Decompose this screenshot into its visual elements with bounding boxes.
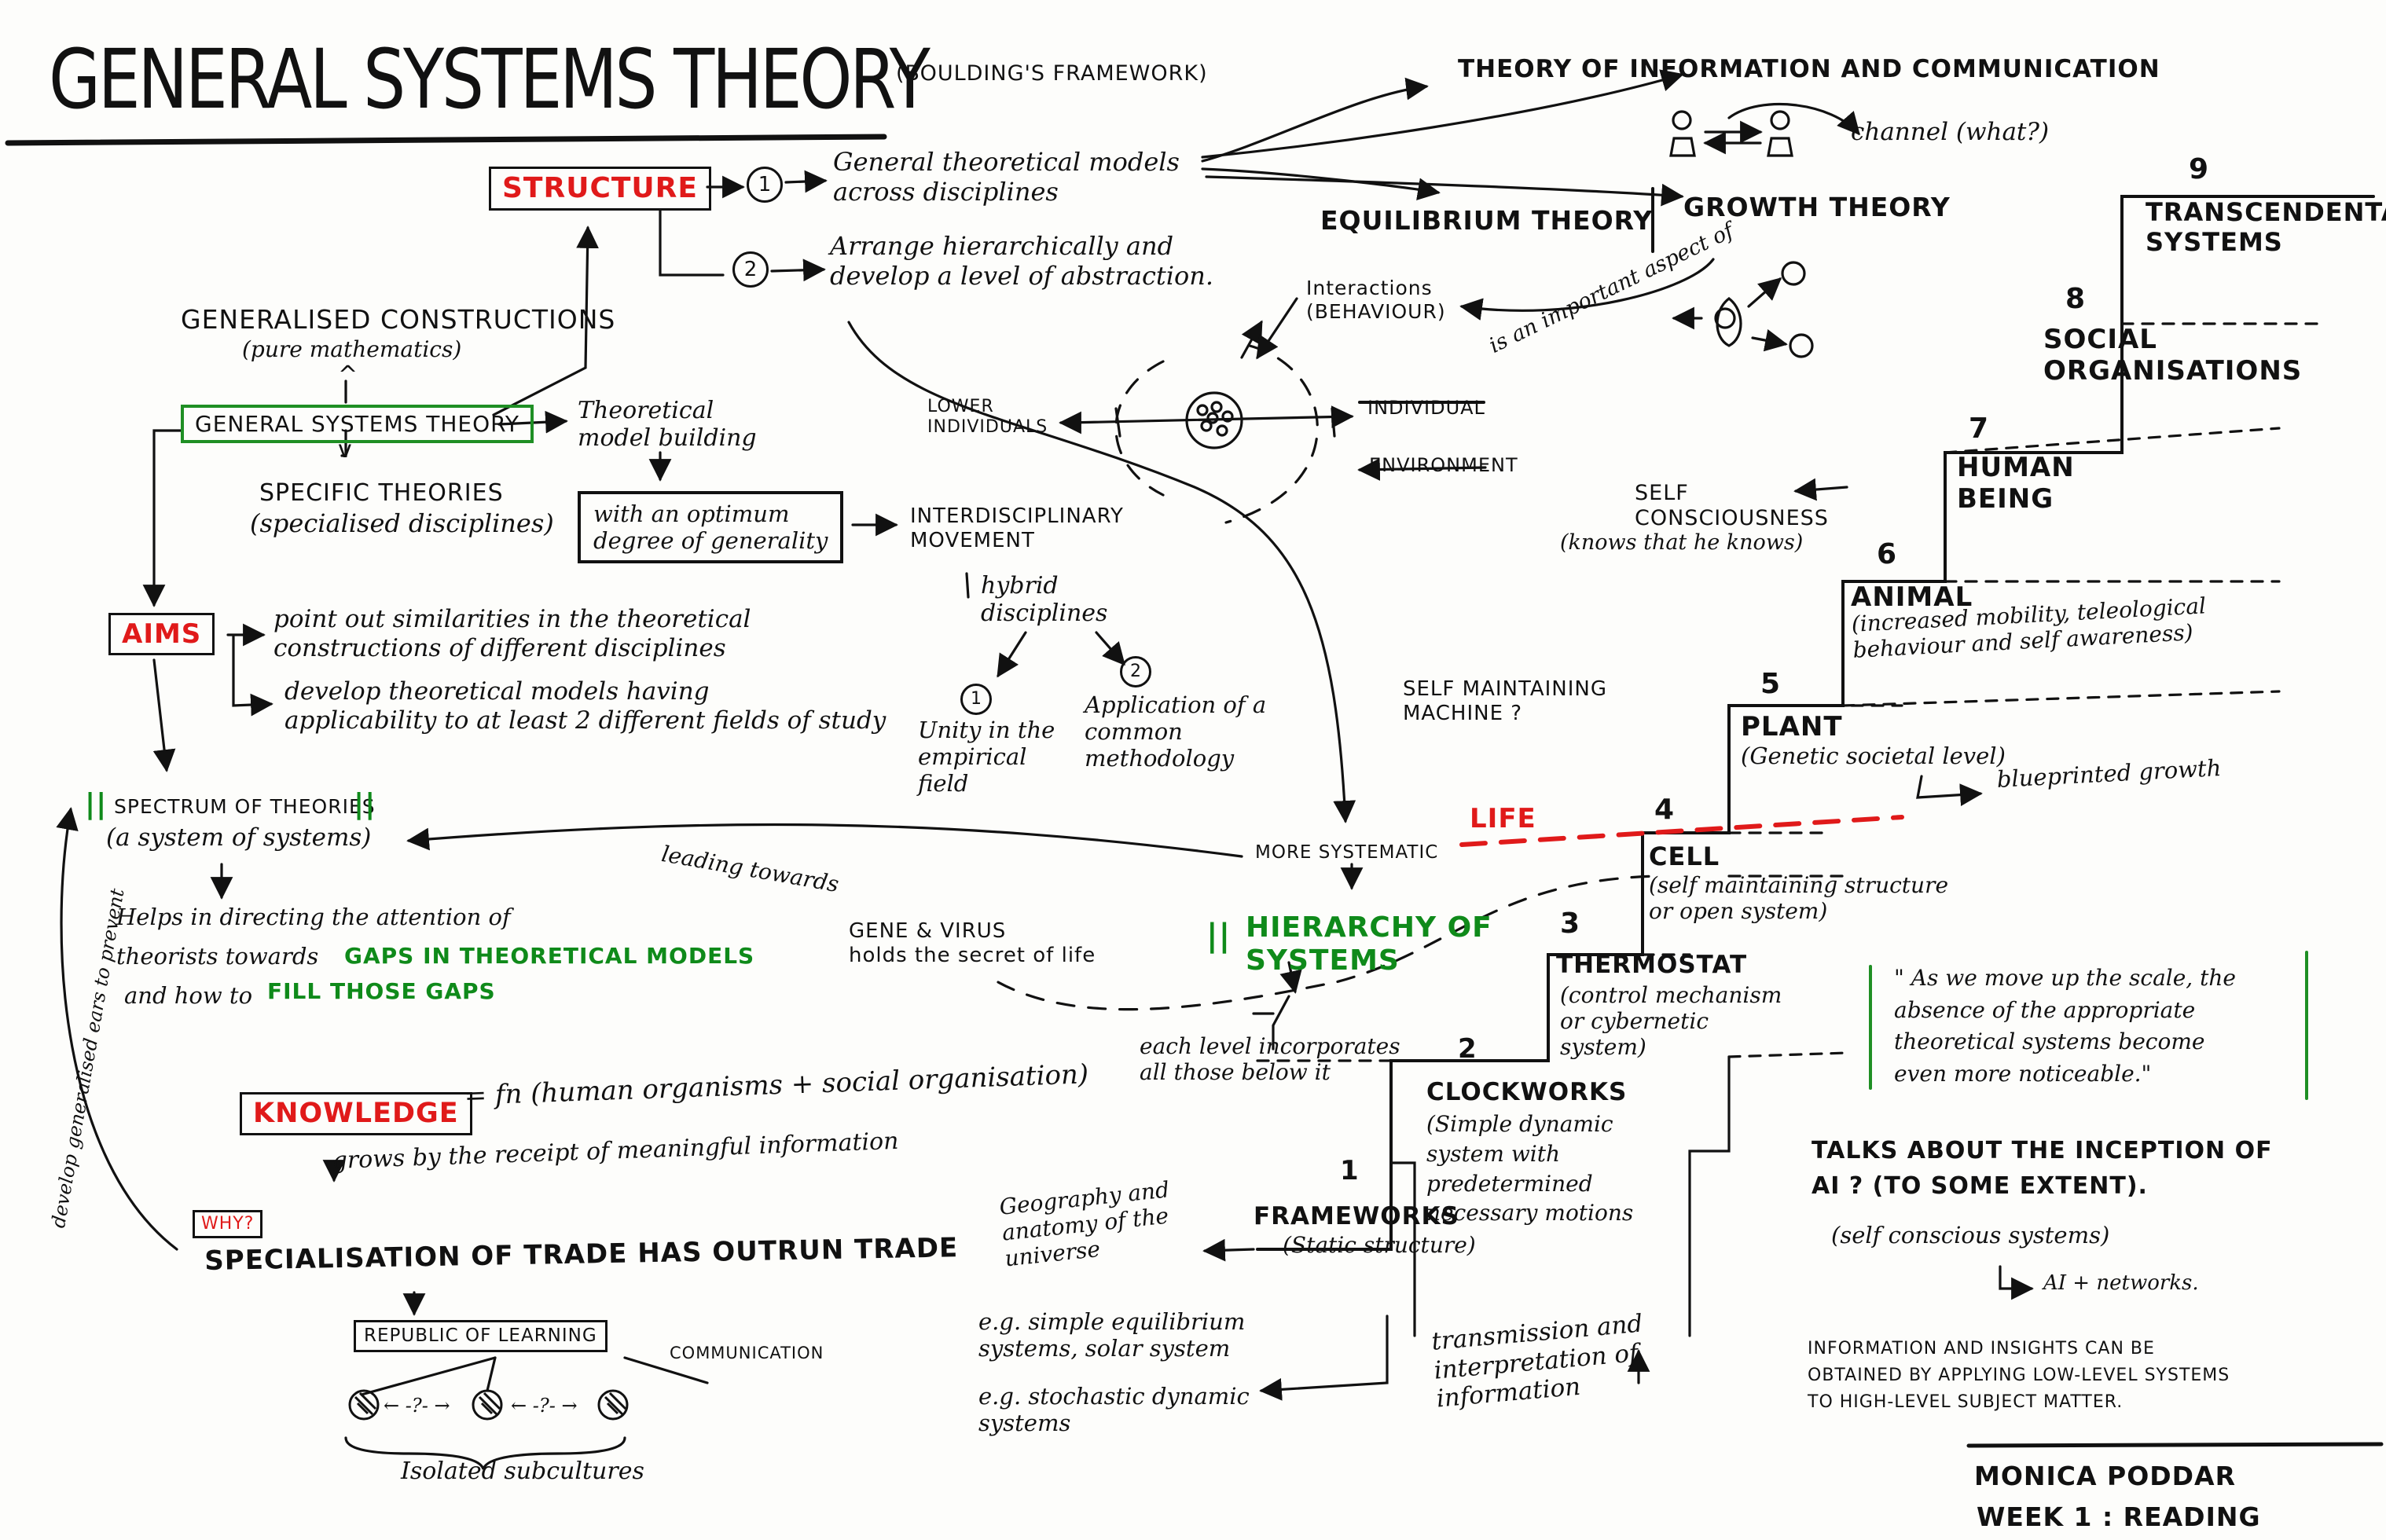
level-2-num: 2 [1458,1033,1477,1065]
self-consciousness: SELF CONSCIOUSNESS [1635,481,1829,530]
republic-of-learning: REPUBLIC OF LEARNING [354,1320,608,1353]
isolated-subcultures: Isolated subcultures [401,1458,644,1485]
level-1-name: FRAMEWORKS [1254,1202,1459,1230]
aims-label: AIMS [108,613,215,656]
structure-2-num: 2 [732,251,769,288]
level-7-name: HUMAN BEING [1957,452,2075,515]
level-8-num: 8 [2065,283,2087,315]
week-label: WEEK 1 : READING [1977,1502,2261,1532]
inception-ai: TALKS ABOUT THE INCEPTION OF AI ? (TO SO… [1812,1137,2273,1200]
quote: " As we move up the scale, the absence o… [1894,965,2236,1087]
lower-individuals: LOWER INDIVIDUALS [927,397,1048,437]
environment-label: ENVIRONMENT [1369,454,1518,476]
equilibrium-theory: EQUILIBRIUM THEORY [1320,205,1654,236]
level-2-name: CLOCKWORKS [1426,1078,1628,1106]
level-4-num: 4 [1654,794,1676,826]
hybrid-2-text: Application of a common methodology [1085,691,1267,772]
helps-fill: FILL THOSE GAPS [267,978,496,1004]
level-9-name: TRANSCENDENTAL SYSTEMS [2146,197,2386,257]
growth-theory: GROWTH THEORY [1683,192,1951,222]
interdisciplinary: INTERDISCIPLINARY MOVEMENT [910,504,1124,552]
level-1-desc: (Static structure) [1283,1232,1476,1258]
hybrid-1-text: Unity in the empirical field [918,717,1055,798]
level-6-name: ANIMAL [1851,581,1973,613]
structure-1-text: General theoretical models across discip… [833,147,1180,207]
author-name: MONICA PODDAR [1974,1461,2237,1491]
level-1-num: 1 [1340,1155,1360,1186]
individual-label: INDIVIDUAL [1367,397,1485,419]
helps-line-2: theorists towards [116,943,319,970]
aims-point-2: develop theoretical models having applic… [284,677,886,735]
spectrum-bar-left: || [85,788,108,820]
caret-down: v [338,436,352,464]
helps-line-3: and how to [124,982,253,1009]
level-7-num: 7 [1969,412,1990,445]
spectrum-sub: (a system of systems) [106,823,372,852]
more-systematic: MORE SYSTEMATIC [1255,842,1439,863]
helps-gaps: GAPS IN THEORETICAL MODELS [344,943,755,969]
hierarchy-of-systems: HIERARCHY OF SYSTEMS [1246,911,1492,977]
gene-virus: GENE & VIRUS holds the secret of life [849,919,1096,967]
simple-eq-note: e.g. simple equilibrium systems, solar s… [978,1308,1246,1362]
dash-question-2: ← -?- → [511,1395,578,1417]
life-label: LIFE [1470,803,1536,834]
knowledge-label: KNOWLEDGE [240,1092,472,1136]
page-subtitle: (BOULDING'S FRAMEWORK) [896,61,1208,86]
generalised-sub: (pure mathematics) [242,336,462,362]
specific-theories: SPECIFIC THEORIES [259,479,504,507]
structure-label: STRUCTURE [489,167,711,211]
hybrid-2-num: 2 [1120,656,1151,688]
self-maintaining-machine: SELF MAINTAINING MACHINE ? [1403,677,1608,725]
level-3-num: 3 [1560,908,1581,940]
channel-label: channel (what?) [1851,118,2050,146]
caret-up: ^ [338,361,358,389]
level-4-desc: (self maintaining structure or open syst… [1649,872,1949,925]
specific-sub: (specialised disciplines) [250,508,554,538]
info-theory: THEORY OF INFORMATION AND COMMUNICATION [1458,55,2160,83]
gst-box: GENERAL SYSTEMS THEORY [181,405,534,444]
level-4-name: CELL [1649,842,1720,871]
why-badge: WHY? [193,1210,263,1238]
hierarchy-bar: || [1206,918,1232,954]
model-building: Theoretical model building [578,397,757,453]
each-level: each level incorporates all those below … [1140,1033,1400,1086]
knows-note: (knows that he knows) [1560,530,1804,555]
level-6-num: 6 [1877,538,1898,570]
level-9-num: 9 [2189,153,2210,185]
level-3-name: THERMOSTAT [1556,951,1748,979]
optimum-box: with an optimum degree of generality [578,491,844,564]
helps-line-1: Helps in directing the attention of [116,904,511,930]
level-5-desc: (Genetic societal level) [1741,742,2006,769]
structure-1-num: 1 [747,167,783,203]
communication-label: COMMUNICATION [670,1344,824,1362]
dash-question-1: ← -?- → [384,1395,450,1417]
interactions-behaviour: Interactions (BEHAVIOUR) [1306,277,1446,323]
aims-point-1: point out similarities in the theoretica… [273,605,751,662]
structure-2-text: Arrange hierarchically and develop a lev… [830,231,1213,291]
level-5-name: PLANT [1741,711,1843,742]
transmission-note: transmission and interpretation of infor… [1430,1309,1644,1414]
spectrum-bar-right: || [354,788,376,820]
generalised-constructions: GENERALISED CONSTRUCTIONS [181,304,616,335]
page-title: GENERAL SYSTEMS THEORY [49,31,931,127]
self-conscious-systems: (self conscious systems) [1831,1222,2110,1248]
hybrid-disciplines: hybrid disciplines [981,572,1108,628]
stochastic-note: e.g. stochastic dynamic systems [978,1383,1250,1437]
insights-note: INFORMATION AND INSIGHTS CAN BE OBTAINED… [1808,1339,2230,1413]
ai-networks: AI + networks. [2043,1271,2199,1295]
spectrum-label: SPECTRUM OF THEORIES [114,795,376,818]
level-5-num: 5 [1760,668,1782,700]
level-2-desc: (Simple dynamic system with predetermine… [1426,1111,1634,1226]
level-3-desc: (control mechanism or cybernetic system) [1560,982,1782,1061]
level-8-name: SOCIAL ORGANISATIONS [2043,324,2303,387]
hybrid-1-num: 1 [960,684,992,715]
